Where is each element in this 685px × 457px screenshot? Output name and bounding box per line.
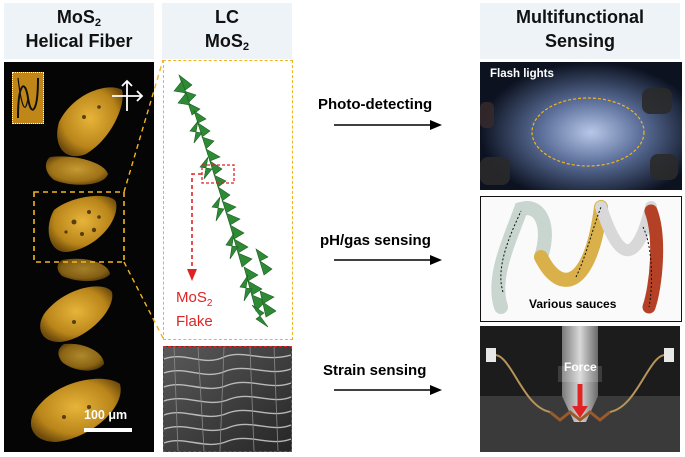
header-fiber-line2: Helical Fiber	[25, 31, 133, 51]
flake-label-line2: Flake	[176, 313, 213, 330]
label-ph-gas-sensing: pH/gas sensing	[320, 232, 431, 249]
scale-bar	[84, 428, 132, 432]
header-multi-line1: Multifunctional	[516, 7, 644, 27]
force-caption: Force	[564, 360, 597, 374]
header-multi-line2: Sensing	[544, 31, 615, 51]
flake-label-line1: MoS2	[176, 289, 213, 309]
scale-bar-label: 100 μm	[84, 408, 128, 422]
fiber-segment-6	[58, 343, 104, 371]
arrow-ph-icon	[334, 255, 442, 265]
fiber-segment-1	[57, 87, 123, 157]
fiber-segment-4	[57, 258, 110, 282]
flake-arrow-head	[187, 269, 197, 281]
photo-detecting-panel: Flash lights	[480, 62, 682, 190]
flash-lights-caption: Flash lights	[490, 68, 554, 80]
header-lc-line2: MoS2	[204, 31, 250, 53]
light-spot-outline	[531, 97, 645, 167]
ph-gas-panel: Various sauces	[480, 196, 682, 322]
various-sauces-caption: Various sauces	[529, 297, 617, 311]
force-arrow-head	[572, 406, 588, 418]
header-lc: LC MoS2	[162, 3, 292, 59]
header-multifunctional: Multifunctional Sensing	[480, 3, 680, 59]
flake-label: MoS2 Flake	[176, 289, 213, 331]
fiber-micrograph: 100 μm	[4, 62, 154, 452]
lc-helix-svg	[173, 74, 277, 328]
label-strain-sensing: Strain sensing	[323, 362, 427, 379]
header-fiber-line1: MoS2	[56, 7, 102, 29]
fiber-highlight-box	[33, 191, 125, 263]
header-fiber: MoS2 Helical Fiber	[4, 3, 154, 59]
strain-sensing-panel: Force	[480, 326, 680, 452]
header-lc-line1: LC	[215, 7, 239, 27]
fiber-segment-7	[30, 378, 121, 442]
sem-image-panel	[163, 346, 292, 452]
fiber-segments-svg	[30, 87, 125, 442]
polarizer-cross-icon	[112, 79, 144, 111]
fiber-inset	[12, 72, 44, 124]
arrow-photo-icon	[334, 120, 442, 130]
arrow-strain-icon	[334, 385, 442, 395]
fiber-segment-2	[45, 156, 108, 185]
lc-zoom-panel: MoS2 Flake	[163, 60, 293, 340]
fiber-segment-5	[40, 286, 113, 342]
label-photo-detecting: Photo-detecting	[318, 96, 433, 113]
fiber-segment-3	[48, 195, 117, 252]
